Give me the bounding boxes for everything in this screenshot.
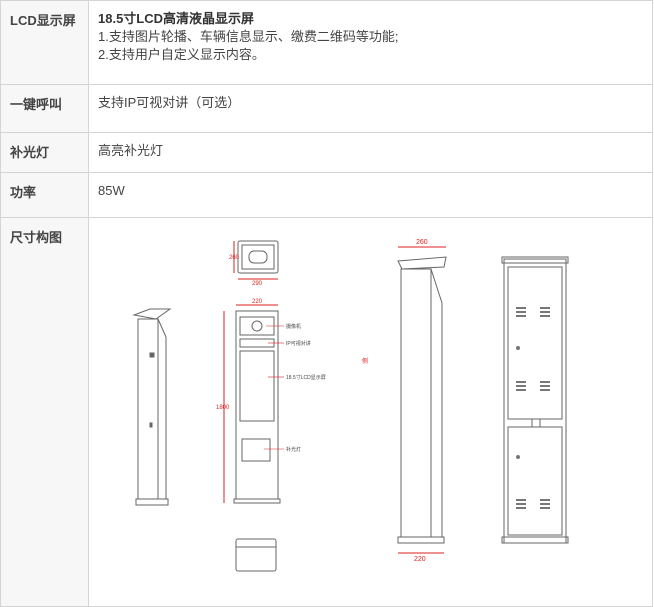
spec-row-call: 一键呼叫 支持IP可视对讲（可选） xyxy=(0,84,653,133)
row-value-power: 85W xyxy=(88,172,653,218)
callout-intercom: IP可视对讲 xyxy=(286,340,311,347)
callout-camera: 摄像机 xyxy=(286,323,301,330)
row-value-lcd: 18.5寸LCD高清液晶显示屏 1.支持图片轮播、车辆信息显示、缴费二维码等功能… xyxy=(88,0,653,85)
front-height-dim: 1800 xyxy=(216,405,230,411)
spec-row-dimension: 尺寸构图 260 290 xyxy=(0,217,653,607)
row-value-call: 支持IP可视对讲（可选） xyxy=(88,84,653,133)
side-bottom-dim: 220 xyxy=(414,556,426,563)
side-view-large xyxy=(397,246,447,554)
row-label-call: 一键呼叫 xyxy=(0,84,89,133)
front-width-dim: 220 xyxy=(252,299,263,305)
lcd-line-1: 1.支持图片轮播、车辆信息显示、缴费二维码等功能; xyxy=(98,29,399,44)
row-value-dimension: 260 290 xyxy=(88,217,653,607)
callout-lcd: 18.5寸LCD显示屏 xyxy=(286,374,326,381)
dimension-drawing: 260 290 xyxy=(98,227,596,577)
cabinet-vents xyxy=(516,307,550,509)
side-top-dim: 260 xyxy=(416,239,428,246)
base-block xyxy=(235,538,277,572)
spec-row-lcd: LCD显示屏 18.5寸LCD高清液晶显示屏 1.支持图片轮播、车辆信息显示、缴… xyxy=(0,0,653,85)
lcd-title: 18.5寸LCD高清液晶显示屏 xyxy=(98,11,255,26)
row-label-light: 补光灯 xyxy=(0,132,89,173)
spec-row-light: 补光灯 高亮补光灯 xyxy=(0,132,653,173)
top-view xyxy=(233,240,279,280)
lcd-line-2: 2.支持用户自定义显示内容。 xyxy=(98,47,265,62)
side-post-small xyxy=(132,308,172,506)
row-label-lcd: LCD显示屏 xyxy=(0,0,89,85)
cabinet-view xyxy=(501,256,569,544)
top-view-dim-a: 260 xyxy=(229,255,240,261)
row-label-power: 功率 xyxy=(0,172,89,218)
top-view-dim-b: 290 xyxy=(252,281,263,287)
row-value-light: 高亮补光灯 xyxy=(88,132,653,173)
side-label: 侧 xyxy=(362,357,368,365)
spec-row-power: 功率 85W xyxy=(0,172,653,218)
row-label-dimension: 尺寸构图 xyxy=(0,217,89,607)
front-view xyxy=(223,304,281,504)
callout-light: 补光灯 xyxy=(286,446,301,453)
